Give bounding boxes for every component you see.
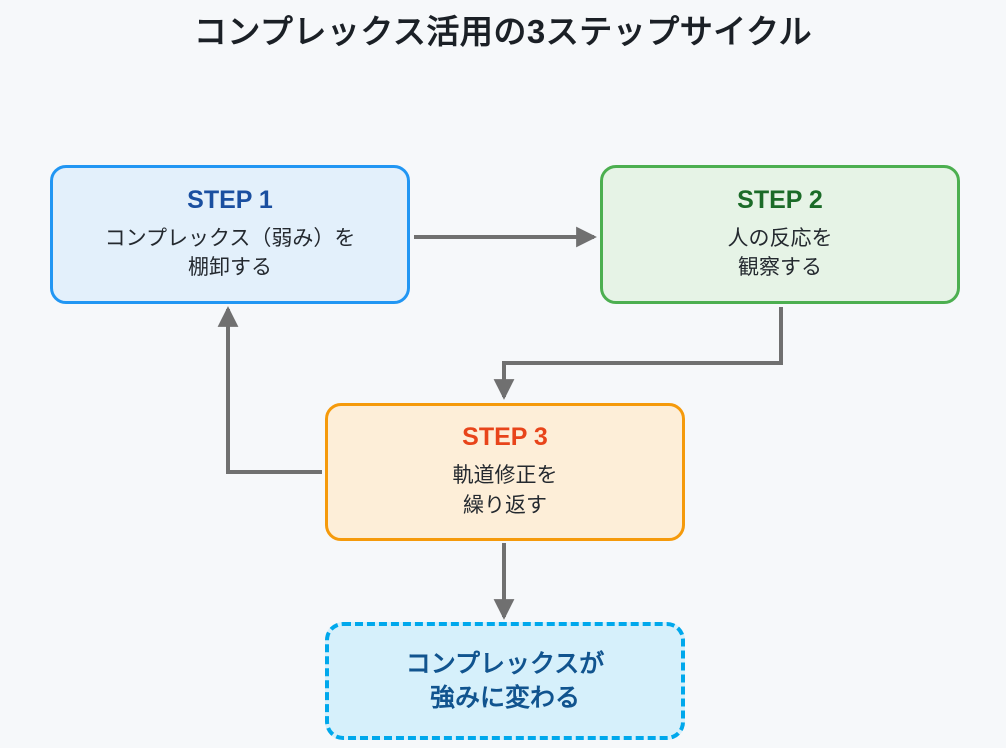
edge-step3-step1 <box>217 306 322 474</box>
node-step1[interactable]: STEP 1 コンプレックス（弱み）を 棚卸する <box>50 165 410 304</box>
node-step3-body: 軌道修正を 繰り返す <box>452 464 558 517</box>
node-step1-body: コンプレックス（弱み）を 棚卸する <box>104 226 356 280</box>
node-result-text: コンプレックスが 強みに変わる <box>405 649 605 713</box>
node-step3-label: STEP 3 <box>462 423 548 452</box>
page-title: コンプレックス活用の3ステップサイクル <box>193 13 813 50</box>
edge-step2-step3 <box>493 307 783 400</box>
node-step2[interactable]: STEP 2 人の反応を 観察する <box>600 165 960 304</box>
node-result[interactable]: コンプレックスが 強みに変わる <box>325 622 685 740</box>
node-step3[interactable]: STEP 3 軌道修正を 繰り返す <box>325 403 685 541</box>
node-step1-label: STEP 1 <box>187 185 273 214</box>
node-step2-label: STEP 2 <box>737 185 823 214</box>
node-step2-body: 人の反応を 観察する <box>727 226 833 280</box>
